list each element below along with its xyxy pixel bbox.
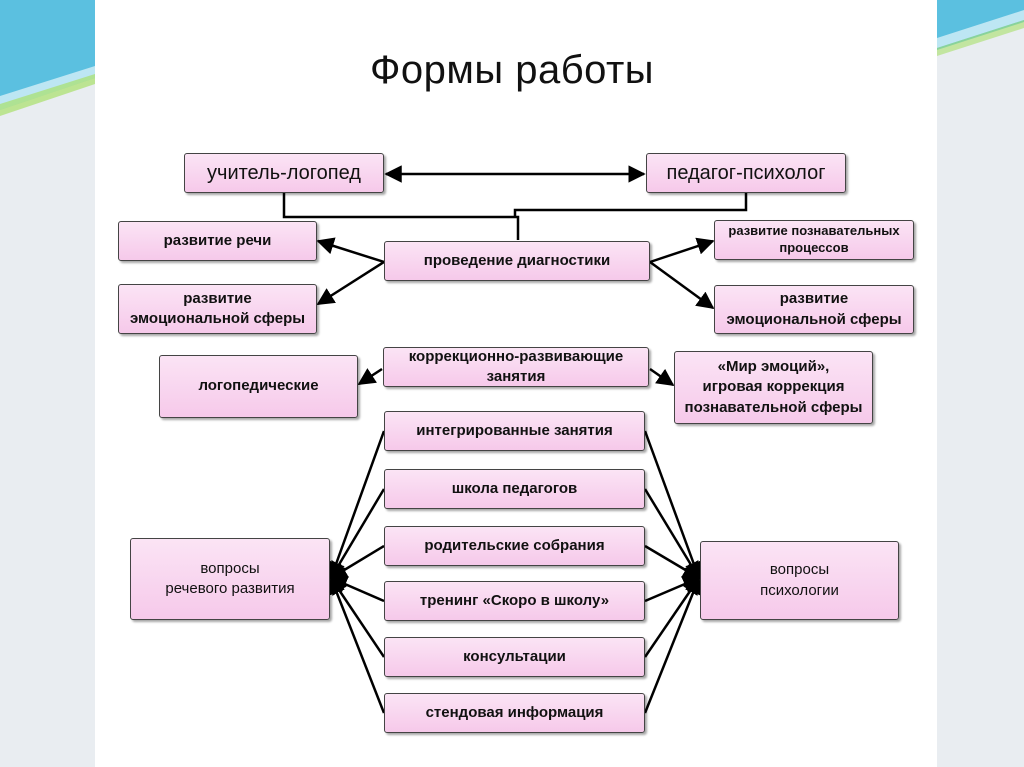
arrow-to-logopedicheskie xyxy=(357,367,383,386)
decor-left-corner xyxy=(0,0,95,116)
node-stendovaya: стендовая информация xyxy=(384,693,645,733)
arrow-to-emoc-left xyxy=(316,260,385,306)
node-emoc-right: развитие эмоциональной сферы xyxy=(714,285,914,334)
node-diagnostika: проведение диагностики xyxy=(384,241,650,281)
arrow-left-stendovaya xyxy=(328,576,386,714)
arrow-to-mir-emociy xyxy=(649,367,675,387)
node-voprosy-psych: вопросы психологии xyxy=(700,541,899,620)
node-logopedicheskie: логопедические xyxy=(159,355,358,418)
bracket-psycholog xyxy=(513,192,748,217)
arrow-to-razvitie-rechi xyxy=(316,237,385,264)
arrow-right-stendovaya xyxy=(643,576,702,714)
node-psycholog: педагог-психолог xyxy=(646,153,846,193)
node-razvitie-poznav: развитие познавательных процессов xyxy=(714,220,914,260)
node-korrekc: коррекционно-развивающие занятия xyxy=(383,347,649,387)
decor-right-corner xyxy=(937,0,1024,56)
arrow-to-emoc-right xyxy=(649,260,715,310)
node-trening: тренинг «Скоро в школу» xyxy=(384,581,645,621)
node-logoped: учитель-логопед xyxy=(184,153,384,193)
node-emoc-left: развитие эмоциональной сферы xyxy=(118,284,317,334)
page-title: Формы работы xyxy=(369,48,655,92)
node-konsultacii: консультации xyxy=(384,637,645,677)
node-razvitie-rechi: развитие речи xyxy=(118,221,317,261)
node-mir-emociy: «Мир эмоций», игровая коррекция познават… xyxy=(674,351,873,424)
bracket-logoped xyxy=(282,192,520,240)
node-voprosy-rechi: вопросы речевого развития xyxy=(130,538,330,620)
arrow-to-razvitie-poznav xyxy=(649,237,715,264)
node-integrir: интегрированные занятия xyxy=(384,411,645,451)
arrow-left-roditelskie xyxy=(329,544,385,580)
arrow-right-roditelskie xyxy=(644,544,701,580)
node-shkola: школа педагогов xyxy=(384,469,645,509)
arrow-right-integrir xyxy=(643,430,702,580)
arrow-left-integrir xyxy=(328,430,386,580)
node-roditelskie: родительские собрания xyxy=(384,526,645,566)
